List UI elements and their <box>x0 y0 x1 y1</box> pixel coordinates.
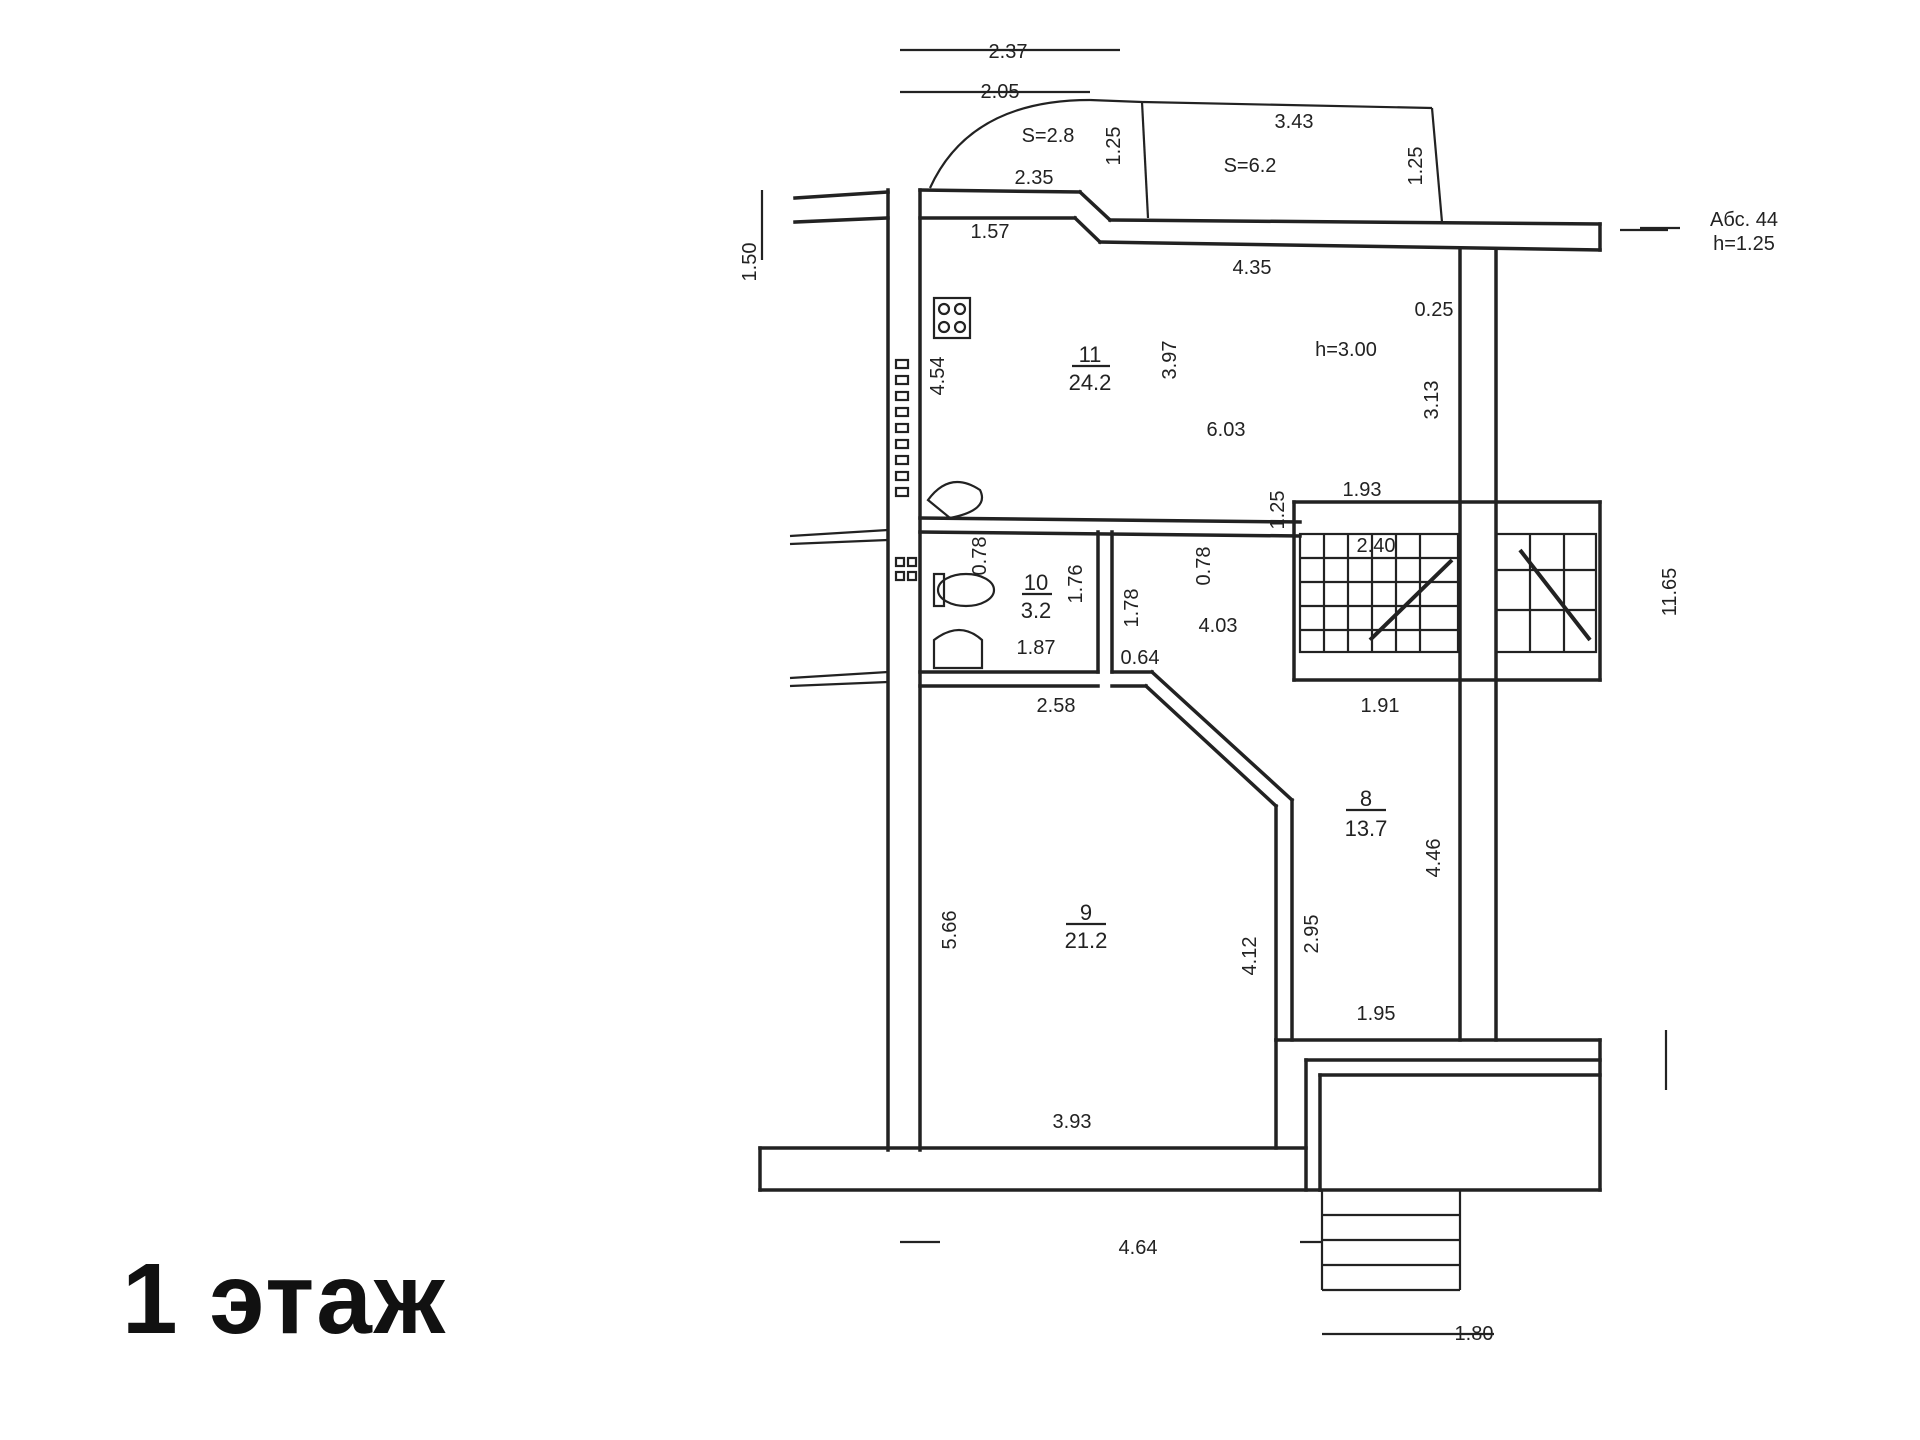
dim-1-91: 1.91 <box>1361 695 1400 717</box>
dim-2-35: 2.35 <box>1015 167 1054 189</box>
dim-3-97: 3.97 <box>1159 341 1181 380</box>
dim-2-05: 2.05 <box>981 81 1020 103</box>
dim-2-58: 2.58 <box>1037 695 1076 717</box>
dim-1-80: 1.80 <box>1455 1323 1494 1345</box>
room-labels: 11 24.2 10 3.2 9 21.2 8 13.7 <box>1021 342 1388 953</box>
room-8-id: 8 <box>1360 786 1372 811</box>
ceiling-height: h=3.00 <box>1315 339 1377 361</box>
dim-4-12: 4.12 <box>1239 937 1261 976</box>
dim-0-25: 0.25 <box>1415 299 1454 321</box>
dim-4-54: 4.54 <box>927 357 949 396</box>
room-11-id: 11 <box>1079 342 1102 367</box>
dim-1-50: 1.50 <box>739 243 761 282</box>
dim-4-35: 4.35 <box>1233 257 1272 279</box>
dim-3-13: 3.13 <box>1421 381 1443 420</box>
dim-3-43: 3.43 <box>1275 111 1314 133</box>
dim-1-78: 1.78 <box>1121 589 1143 628</box>
dim-4-03: 4.03 <box>1199 615 1238 637</box>
staircase-1 <box>1298 532 1460 654</box>
dim-1-25-c: 1.25 <box>1267 491 1289 530</box>
dim-1-57: 1.57 <box>971 221 1010 243</box>
dim-0-78-b: 0.78 <box>1193 547 1215 586</box>
dim-3-93: 3.93 <box>1053 1111 1092 1133</box>
dim-1-25-b: 1.25 <box>1405 147 1427 186</box>
dim-s-6-2: S=6.2 <box>1224 155 1277 177</box>
radiator-icon <box>894 358 918 582</box>
dim-s-2-8: S=2.8 <box>1022 125 1075 147</box>
height-mark: h=1.25 <box>1713 233 1775 255</box>
stove-icon <box>932 296 972 340</box>
dim-1-76: 1.76 <box>1065 565 1087 604</box>
dim-1-87: 1.87 <box>1017 637 1056 659</box>
toilet-icon <box>932 572 996 608</box>
floor-title: 1 этаж <box>122 1243 447 1355</box>
dim-2-40: 2.40 <box>1357 535 1396 557</box>
dimension-lines <box>760 48 1680 1336</box>
room-9-id: 9 <box>1080 900 1092 925</box>
abs-mark: Абс. 44 <box>1710 209 1778 231</box>
dimension-labels: 2.37 2.05 S=2.8 3.43 S=6.2 1.25 1.25 2.3… <box>739 41 1778 1345</box>
dim-4-46: 4.46 <box>1423 839 1445 878</box>
dim-0-64: 0.64 <box>1121 647 1160 669</box>
dim-4-64: 4.64 <box>1119 1237 1158 1259</box>
sink-icon <box>926 480 983 520</box>
dim-2-37: 2.37 <box>989 41 1028 63</box>
room-8-area: 13.7 <box>1345 816 1388 841</box>
dim-11-65: 11.65 <box>1659 568 1681 617</box>
room-10-id: 10 <box>1024 570 1048 595</box>
room-10-area: 3.2 <box>1021 598 1052 623</box>
walls <box>758 98 1602 1292</box>
dim-5-66: 5.66 <box>939 911 961 950</box>
dim-2-95: 2.95 <box>1301 915 1323 954</box>
dim-1-95: 1.95 <box>1357 1003 1396 1025</box>
dim-0-78-a: 0.78 <box>969 537 991 576</box>
dim-1-93: 1.93 <box>1343 479 1382 501</box>
room-11-area: 24.2 <box>1069 370 1112 395</box>
room-9-area: 21.2 <box>1065 928 1108 953</box>
washbasin-icon <box>932 628 984 670</box>
staircase-2 <box>1494 532 1598 654</box>
dim-6-03: 6.03 <box>1207 419 1246 441</box>
dim-1-25-a: 1.25 <box>1103 127 1125 166</box>
